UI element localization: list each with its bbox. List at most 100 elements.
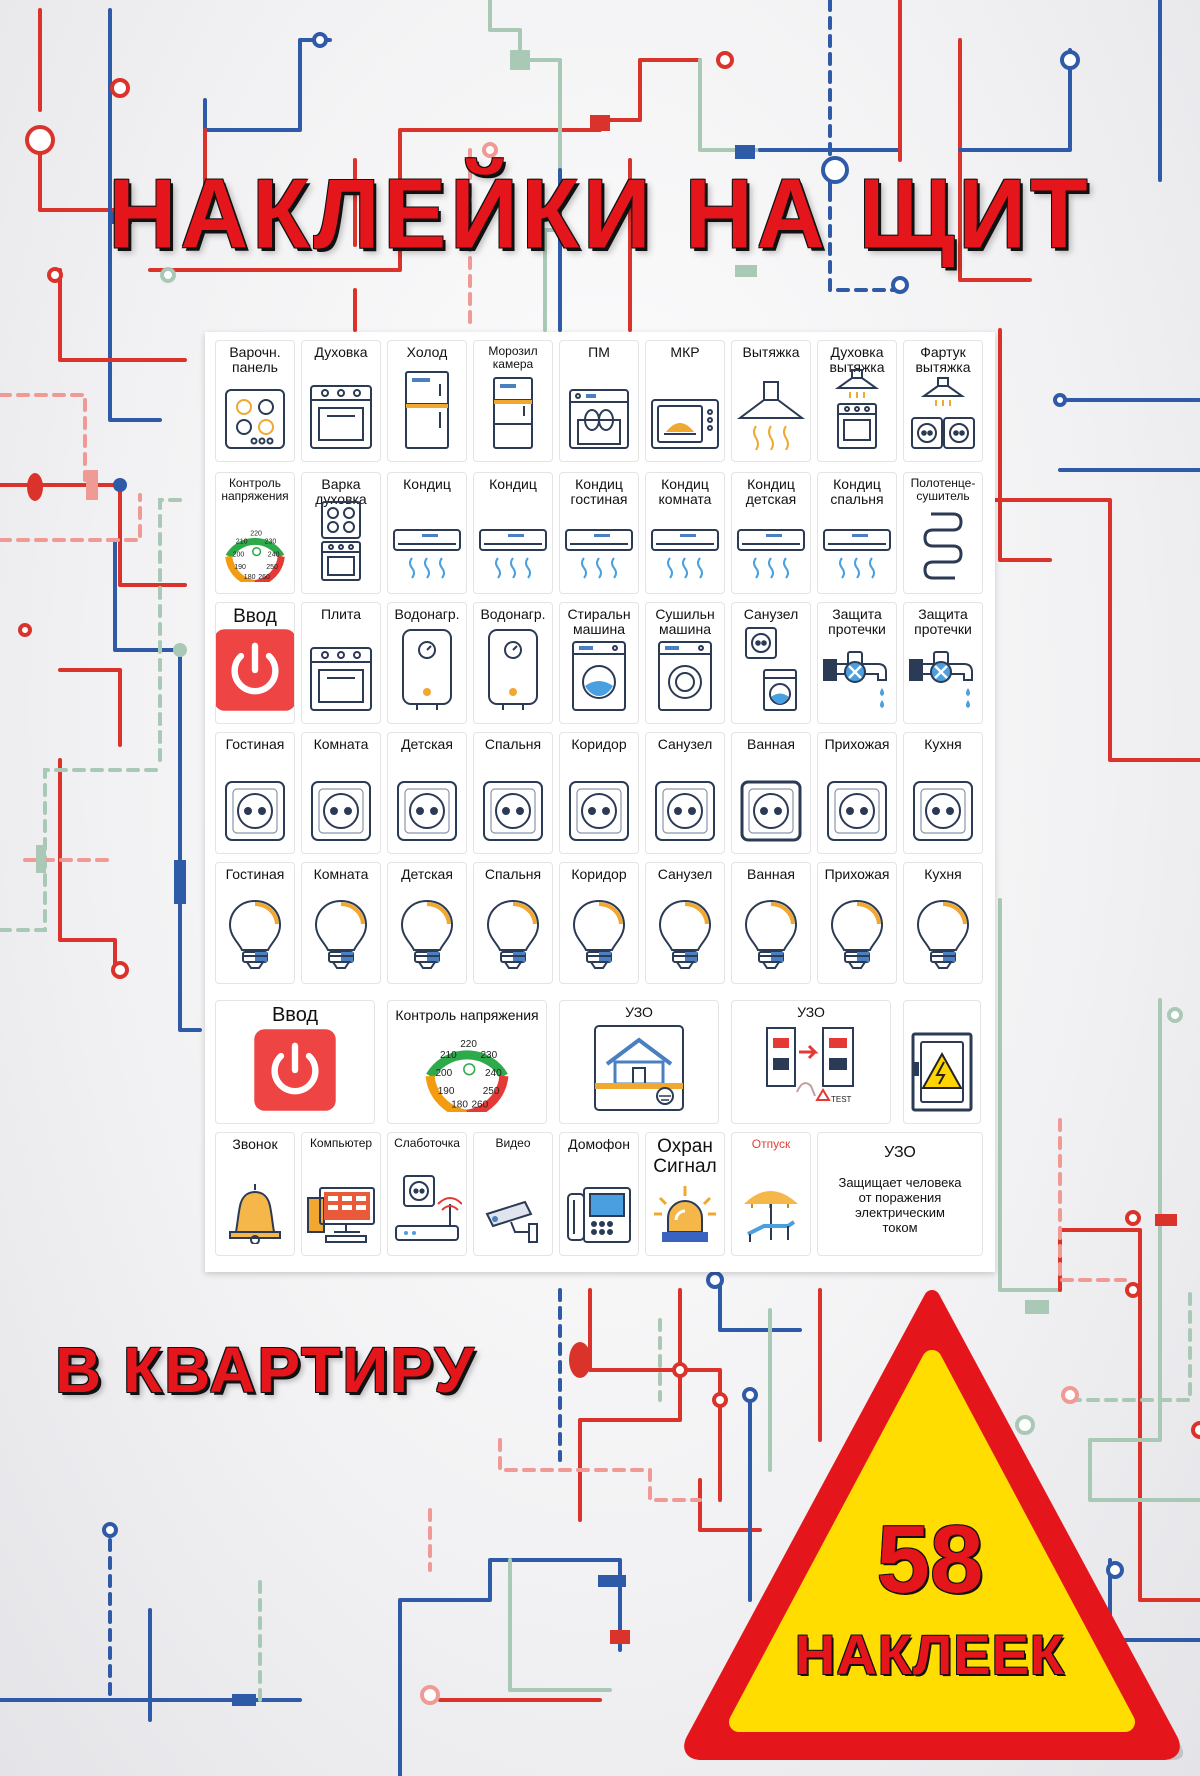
hood-icon xyxy=(736,380,806,455)
sticker-tile: Защита протечки xyxy=(817,602,897,724)
sticker-label: Кондиц xyxy=(489,476,537,492)
sticker-tile: Кондиц xyxy=(387,472,467,594)
sticker-tile: УЗО xyxy=(559,1000,719,1124)
sticker-label: Водонагр. xyxy=(394,606,460,622)
sticker-tile: Гостиная xyxy=(215,862,295,984)
air-conditioner-icon xyxy=(736,528,806,587)
sticker-tile: Санузел xyxy=(731,602,811,724)
sticker-label: Духовка вытяжка xyxy=(829,344,885,375)
sticker-tile: Кондиц спальня xyxy=(817,472,897,594)
sticker-label: УЗО xyxy=(625,1004,653,1020)
sticker-label: Кухня xyxy=(924,736,962,752)
svg-text:260: 260 xyxy=(258,574,270,581)
air-conditioner-icon xyxy=(650,528,720,587)
sticker-label: Санузел xyxy=(743,606,799,622)
sticker-label: Санузел xyxy=(657,736,713,752)
sticker-label: Кухня xyxy=(924,866,962,882)
sticker-tile: Спальня xyxy=(473,862,553,984)
svg-text:250: 250 xyxy=(266,564,278,571)
sticker-tile: Коридор xyxy=(559,732,639,854)
sticker-tile: Морозил камера xyxy=(473,340,553,462)
sticker-label: УЗО xyxy=(797,1004,825,1020)
svg-text:230: 230 xyxy=(265,539,277,546)
socket-icon xyxy=(740,780,802,847)
sticker-tile: Компьютер xyxy=(301,1132,381,1256)
sticker-label: Гостиная xyxy=(225,866,285,882)
sticker-label: ПМ xyxy=(588,344,610,360)
sticker-tile: Сушильн машина xyxy=(645,602,725,724)
sticker-count: 58 xyxy=(876,1506,984,1613)
sticker-label: Прихожая xyxy=(824,736,890,752)
water-heater-icon xyxy=(487,628,539,717)
svg-text:190: 190 xyxy=(438,1086,455,1097)
svg-text:210: 210 xyxy=(440,1050,457,1061)
sticker-tile: Защита протечки xyxy=(903,602,983,724)
sticker-tile: Ввод xyxy=(215,602,295,724)
svg-text:260: 260 xyxy=(472,1100,489,1111)
rcd-note-text: Защищает человека от поражения электриче… xyxy=(838,1175,962,1235)
socket-washer-icon xyxy=(744,626,798,717)
leak-protection-icon xyxy=(822,646,892,717)
sticker-label: Фартук вытяжка xyxy=(915,344,971,375)
sticker-label: Кондиц гостиная xyxy=(570,476,628,507)
sticker-tile: Коридор xyxy=(559,862,639,984)
sticker-tile: Видео xyxy=(473,1132,553,1256)
sticker-label: Слаботочка xyxy=(394,1136,460,1150)
sticker-label: Защита протечки xyxy=(828,606,886,637)
sticker-tile: МКР xyxy=(645,340,725,462)
sticker-tile: Водонагр. xyxy=(387,602,467,724)
rcd-test-label: TEST xyxy=(831,1095,852,1104)
bulb-icon xyxy=(484,898,542,977)
sticker-tile: Кухня xyxy=(903,732,983,854)
power-button-icon xyxy=(253,1028,337,1117)
sticker-label: Видео xyxy=(495,1136,531,1150)
sticker-label: Варочн. панель xyxy=(229,344,281,375)
sticker-label: Детская xyxy=(401,736,453,752)
socket-icon xyxy=(568,780,630,847)
sticker-label: Контроль напряжения xyxy=(221,476,289,503)
svg-text:200: 200 xyxy=(436,1068,453,1079)
sticker-tile: Духовка xyxy=(301,340,381,462)
sticker-label: Кондиц детская xyxy=(745,476,797,507)
computer-icon xyxy=(306,1184,376,1249)
sticker-tile: УЗО TEST xyxy=(731,1000,891,1124)
sticker-sheet: Варочн. панель Духовка Холод Морозил камера… xyxy=(205,332,995,1272)
sticker-label: Спальня xyxy=(484,866,542,882)
vacation-icon xyxy=(738,1184,804,1249)
sticker-tile: Варочн. панель xyxy=(215,340,295,462)
sticker-label: Ввод xyxy=(233,606,277,627)
bulb-icon xyxy=(914,898,972,977)
sticker-count-word: НАКЛЕЕК xyxy=(794,1623,1066,1686)
sticker-tile: Санузел xyxy=(645,862,725,984)
socket-icon xyxy=(224,780,286,847)
sticker-label: Прихожая xyxy=(824,866,890,882)
microwave-icon xyxy=(650,398,720,455)
sticker-label: Полотенце- сушитель xyxy=(910,476,976,503)
sticker-label: Компьютер xyxy=(309,1136,373,1150)
sticker-label: Контроль напряжения xyxy=(395,1007,539,1023)
subtitle: В КВАРТИРУ xyxy=(55,1334,476,1406)
sticker-tile: Детская xyxy=(387,862,467,984)
sticker-label: Кондиц xyxy=(403,476,451,492)
fridge-icon xyxy=(404,370,450,455)
oven-hood-icon xyxy=(832,368,882,455)
warning-triangle-badge xyxy=(684,1290,1184,1760)
sticker-label: МКР xyxy=(670,344,700,360)
bulb-icon xyxy=(656,898,714,977)
sticker-tile: Домофон xyxy=(559,1132,639,1256)
dishwasher-icon xyxy=(568,388,630,455)
freezer-icon xyxy=(492,376,534,455)
sticker-tile: Гостиная xyxy=(215,732,295,854)
sticker-tile: Духовка вытяжка xyxy=(817,340,897,462)
sticker-label: Защита протечки xyxy=(914,606,972,637)
sticker-tile: Холод xyxy=(387,340,467,462)
socket-icon xyxy=(310,780,372,847)
sticker-label: Кондиц комната xyxy=(658,476,712,507)
sticker-label: Коридор xyxy=(571,736,627,752)
sticker-label: Отпуск xyxy=(751,1137,791,1151)
socket-icon xyxy=(482,780,544,847)
sticker-label: Холод xyxy=(406,344,448,360)
washing-machine-icon xyxy=(571,640,627,717)
